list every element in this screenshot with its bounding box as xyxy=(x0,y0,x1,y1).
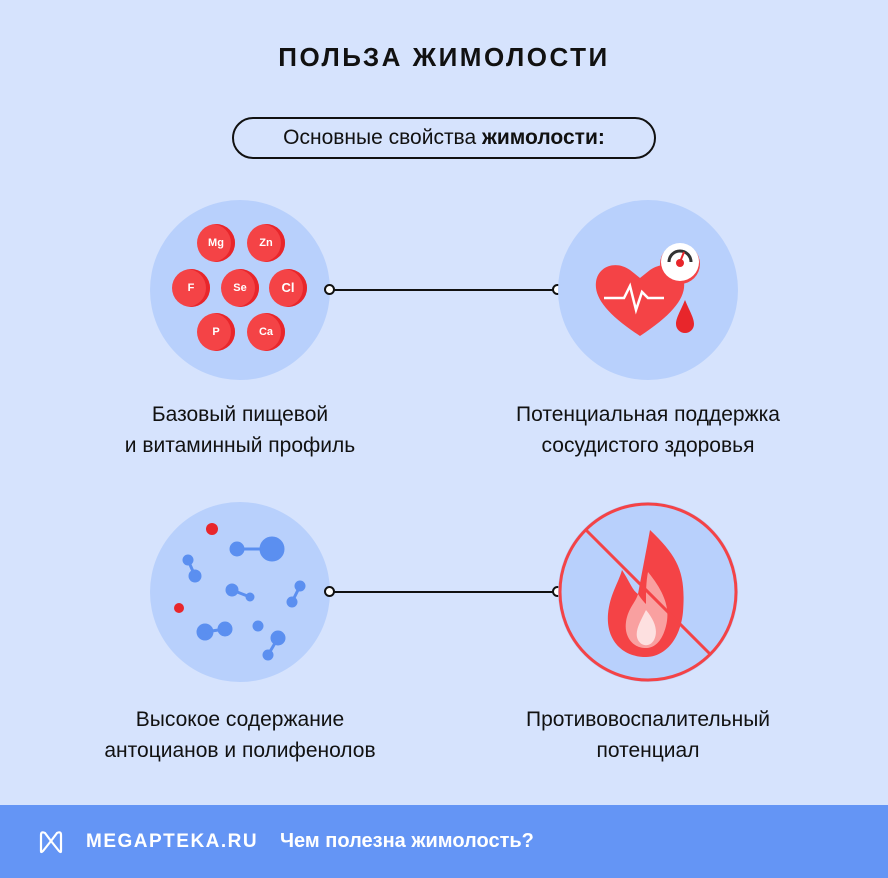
element-mg: Mg xyxy=(197,224,235,262)
molecule-icon xyxy=(174,523,306,661)
element-se: Se xyxy=(221,269,259,307)
brand-name: MEGAPTEKA.RU xyxy=(86,831,259,852)
footer-caption: Чем полезна жимолость? xyxy=(280,830,534,852)
molecules-illustration xyxy=(150,502,330,682)
connector-line xyxy=(330,289,558,291)
element-p: P xyxy=(197,313,235,351)
subtitle-pill: Основные свойства жимолости: xyxy=(232,117,656,159)
no-fire-icon xyxy=(558,502,738,682)
connector-line xyxy=(330,591,558,593)
subtitle-bold: жимолости: xyxy=(482,126,605,149)
subtitle-regular: Основные свойства xyxy=(283,126,482,149)
minerals-illustration: Mg Zn F Se Cl P Ca xyxy=(150,200,330,380)
connector-dot xyxy=(324,284,335,295)
megapteka-logo-icon xyxy=(39,831,63,854)
heart-illustration xyxy=(558,200,738,380)
element-ca: Ca xyxy=(247,313,285,351)
no-inflammation-illustration xyxy=(558,502,738,682)
element-cl: Cl xyxy=(269,269,307,307)
connector-dot xyxy=(324,586,335,597)
footer: MEGAPTEKA.RU Чем полезна жимолость? xyxy=(0,805,888,878)
page-title: ПОЛЬЗА ЖИМОЛОСТИ xyxy=(278,42,610,72)
element-zn: Zn xyxy=(247,224,285,262)
heart-icon xyxy=(595,243,700,336)
element-f: F xyxy=(172,269,210,307)
